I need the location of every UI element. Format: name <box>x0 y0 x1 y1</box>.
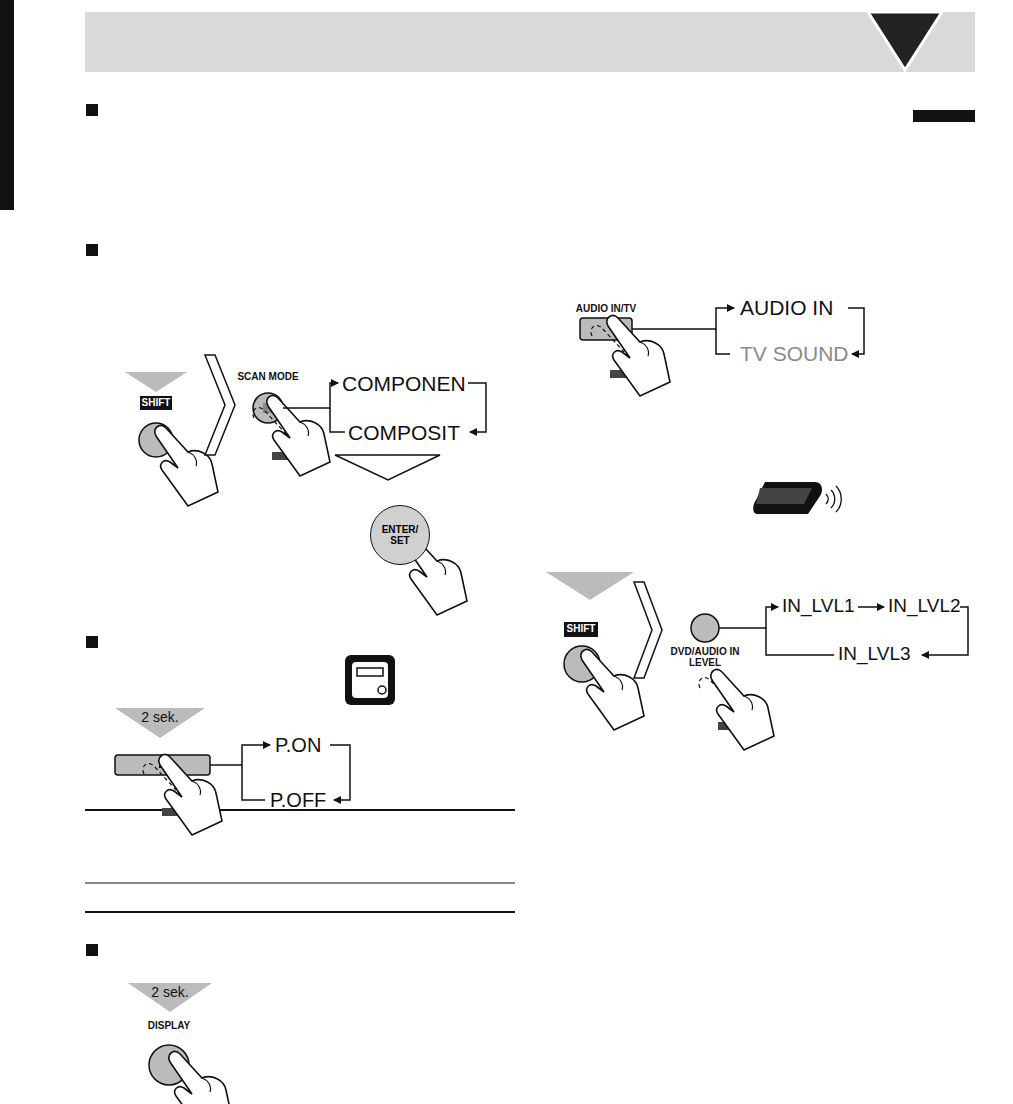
power-option: P.ON <box>275 734 321 756</box>
hold-time: 2 sek. <box>141 710 178 725</box>
button-tag: SHIFT <box>567 623 596 634</box>
mode-option: COMPONEN <box>342 372 466 395</box>
level-option: IN_LVL3 <box>838 644 911 665</box>
button-name: DVD/AUDIO IN LEVEL <box>663 646 747 668</box>
mode-option: COMPOSIT <box>348 421 460 444</box>
round-button: ENTER/ SET <box>370 505 430 565</box>
level-option: IN_LVL2 <box>888 596 961 617</box>
source-option: TV SOUND <box>740 342 849 365</box>
power-option: P.OFF <box>270 789 326 811</box>
button-name: ENTER/ SET <box>380 524 420 546</box>
button-name: SCAN MODE <box>237 371 298 382</box>
source-option: AUDIO IN <box>740 296 833 319</box>
hold-time: 2 sek. <box>151 985 188 1000</box>
button-name: DISPLAY <box>148 1020 190 1031</box>
button-tag: SHIFT <box>142 397 171 408</box>
button-name: AUDIO IN/TV <box>576 303 637 314</box>
level-option: IN_LVL1 <box>782 596 855 617</box>
